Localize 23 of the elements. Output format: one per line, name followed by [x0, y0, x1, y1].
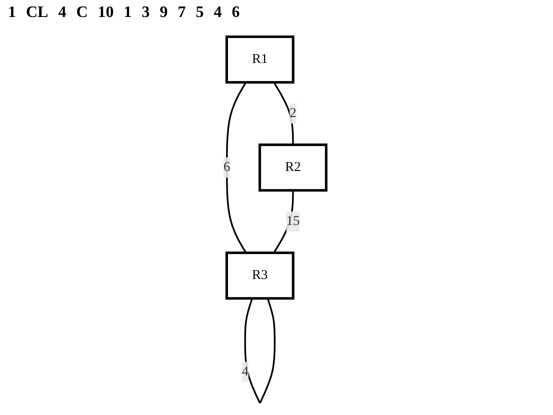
callout-number: 4: [214, 4, 222, 22]
node-box: R3: [226, 252, 295, 300]
node-box: R1: [226, 35, 295, 84]
edge-label: 6: [224, 160, 230, 174]
connector: [273, 82, 294, 145]
edge-label: 15: [286, 214, 300, 228]
callout-number: 6: [232, 4, 240, 22]
edge-label: 2: [290, 106, 297, 120]
connector: [226, 82, 247, 254]
callout-number: 10: [98, 4, 114, 22]
callout-number: CL: [26, 4, 48, 22]
callout-number: 4: [58, 4, 66, 22]
callout-number: 5: [196, 4, 204, 22]
edge-label: 4: [242, 364, 249, 379]
callout-number: 3: [142, 4, 150, 22]
callout-number: C: [76, 4, 88, 22]
node-box: R2: [258, 144, 328, 192]
callout-number: 1: [8, 4, 16, 22]
callout-number: 7: [178, 4, 186, 22]
callout-number: 1: [124, 4, 132, 22]
connector: [244, 298, 276, 404]
connector: [273, 190, 294, 254]
callout-number: 9: [160, 4, 168, 22]
